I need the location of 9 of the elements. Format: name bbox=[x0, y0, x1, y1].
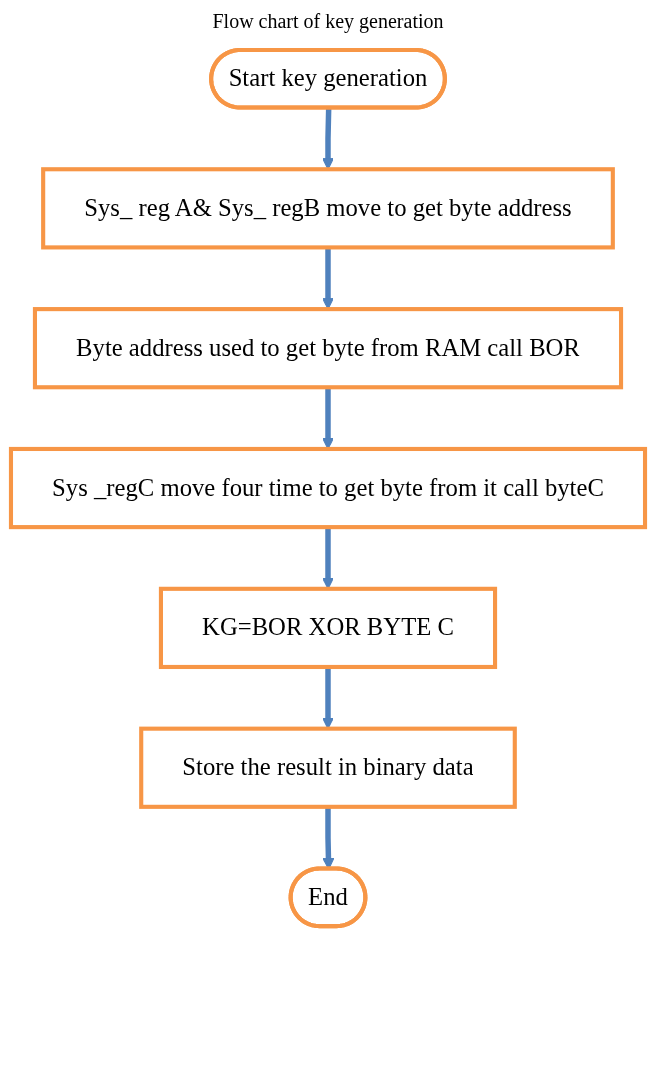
node-box: Store the result in binary data bbox=[139, 726, 517, 809]
node-box: Sys _regC move four time to get byte from it call byteC bbox=[8, 446, 648, 530]
node-box: Byte address used to get byte from RAM call BOR bbox=[32, 307, 624, 390]
arrow bbox=[321, 247, 335, 310]
arrow bbox=[321, 527, 335, 590]
node-box: Sys_ reg A& Sys_ regB move to get byte address bbox=[41, 167, 615, 250]
diagram-title: Flow chart of key generation bbox=[211, 10, 445, 33]
arrow bbox=[321, 387, 335, 450]
node-box: KG=BOR XOR BYTE C bbox=[158, 586, 498, 670]
